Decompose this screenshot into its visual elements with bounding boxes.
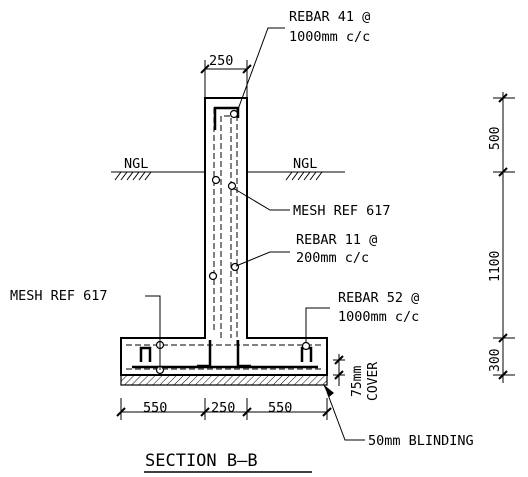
blinding-label: 50mm BLINDING [368,433,474,449]
dim-middle-label: 1100 [488,251,503,282]
reinforcement [126,107,322,370]
rebar41-label-line1: REBAR 41 @ [289,9,370,25]
rebar41-label-line2: 1000mm c/c [289,29,370,45]
dim-base-chain [116,398,332,420]
ngl-right-label: NGL [293,156,317,172]
rebar52-label-line1: REBAR 52 @ [338,290,419,306]
cover-value-label: 75mm [350,366,365,397]
dim-stem-width-label: 250 [209,53,233,69]
dim-stem-width [200,60,252,98]
ngl-left-label: NGL [124,156,148,172]
cover-label: COVER [366,362,381,401]
ground-line [111,171,345,181]
blinding-layer [120,374,328,386]
dim-base-right-label: 550 [268,400,292,416]
dim-base-left-label: 550 [143,400,167,416]
dim-height-chain [493,92,515,383]
dim-upper-label: 500 [488,127,503,150]
dim-base-mid-label: 250 [211,400,235,416]
dim-base-label: 300 [488,349,503,372]
heavy-bars [132,106,318,369]
dim-cover [333,354,345,386]
rebar52-label-line2: 1000mm c/c [338,309,419,325]
blinding-arrow [323,384,334,397]
rebar11-label-line2: 200mm c/c [296,250,369,266]
rebar11-label-line1: REBAR 11 @ [296,232,377,248]
bar-markers [155,109,311,375]
mesh-ref-right-label: MESH REF 617 [293,203,391,219]
mesh-ref-left-label: MESH REF 617 [10,288,108,304]
section-title: SECTION B–B [145,451,258,471]
leader-lines [145,27,365,441]
